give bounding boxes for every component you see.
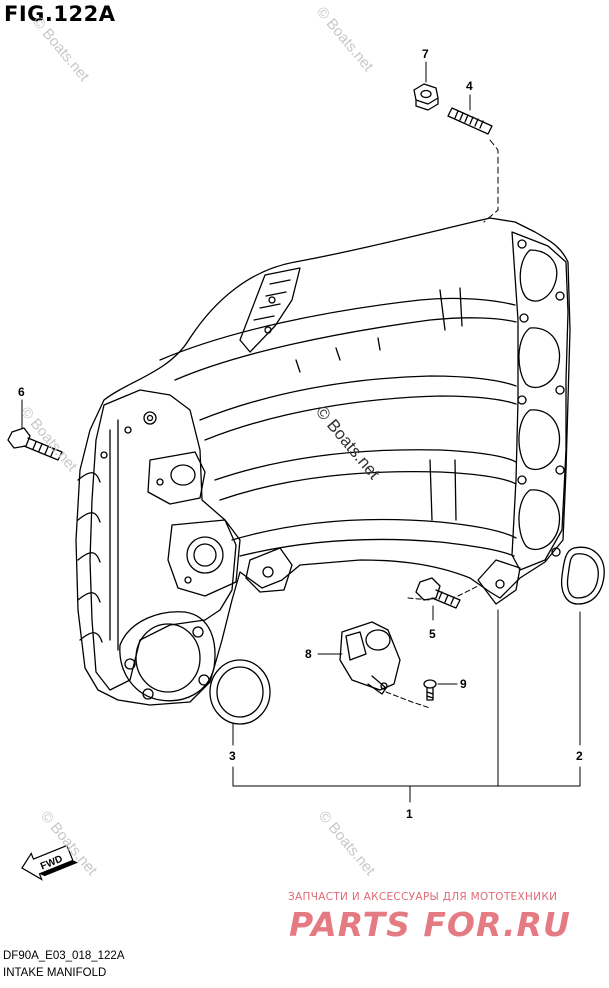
- figure-title: FIG.122A: [4, 2, 116, 26]
- forward-arrow-icon: FWD: [21, 844, 79, 881]
- gasket-2: [560, 546, 605, 605]
- brand-tagline: ЗАПЧАСТИ И АКСЕССУАРЫ ДЛЯ МОТОТЕХНИКИ: [288, 891, 558, 903]
- sensor-8: [339, 621, 401, 695]
- callout-7: 7: [422, 47, 429, 61]
- watermark-top-right: © Boats.net: [313, 4, 377, 76]
- screw-9: [423, 679, 437, 701]
- flange-plate: [511, 231, 569, 571]
- callout-6: 6: [18, 385, 25, 399]
- plenum: [89, 389, 237, 691]
- callout-5: 5: [429, 627, 436, 641]
- watermark-bottom-right: © Boats.net: [315, 808, 379, 880]
- callout-8: 8: [305, 647, 312, 661]
- watermark-top-left: © Boats.net: [29, 14, 93, 86]
- nut-7: [413, 83, 439, 111]
- figure-code: DF90A_E03_018_122A: [3, 950, 125, 962]
- callout-9: 9: [460, 677, 467, 691]
- manifold-body: [75, 217, 571, 706]
- stud-4: [447, 107, 493, 135]
- port-2: [518, 327, 561, 389]
- figure-caption: INTAKE MANIFOLD: [3, 967, 107, 979]
- gasket-3: [209, 659, 271, 725]
- upper-pipe: [239, 267, 301, 353]
- port-3: [518, 409, 561, 471]
- bolt-6: [7, 427, 63, 461]
- port-4: [518, 489, 561, 551]
- callout-1: 1: [406, 807, 413, 821]
- watermark-center: © Boats.net: [312, 402, 384, 483]
- brand-logo: PARTS FOR.RU: [289, 905, 571, 944]
- port-1: [519, 249, 558, 302]
- watermark-left: © Boats.net: [17, 404, 81, 476]
- throttle-port: [167, 519, 241, 597]
- callout-2: 2: [576, 749, 583, 763]
- bolt-5: [415, 577, 461, 609]
- callout-4: 4: [466, 79, 473, 93]
- callout-3: 3: [229, 749, 236, 763]
